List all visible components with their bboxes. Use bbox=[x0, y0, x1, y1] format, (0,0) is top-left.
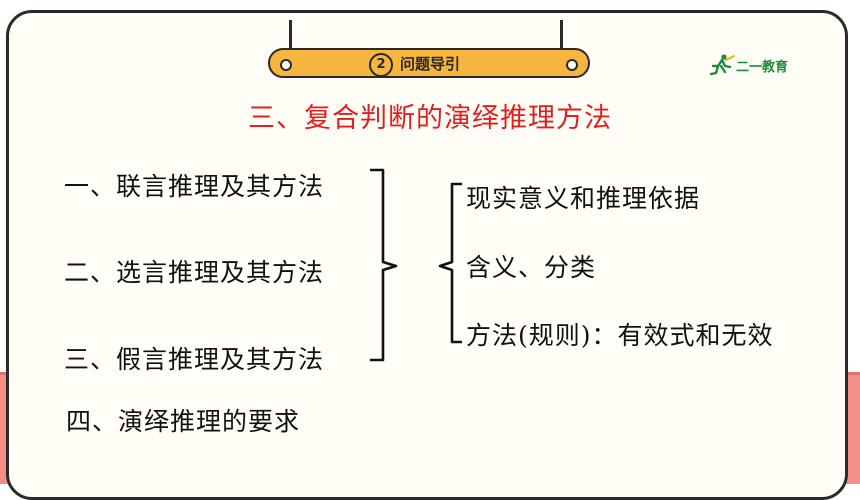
left-item-4: 四、演绎推理的要求 bbox=[66, 407, 301, 436]
step-number-badge: 2 bbox=[369, 53, 393, 77]
left-item-2: 二、选言推理及其方法 bbox=[64, 258, 325, 287]
pill-hole-right bbox=[566, 59, 578, 71]
grouping-braces bbox=[370, 168, 462, 362]
slide-title: 三、复合判断的演绎推理方法 bbox=[248, 103, 612, 134]
right-group-brace bbox=[438, 182, 462, 344]
content-card bbox=[6, 10, 848, 500]
hanging-string-left bbox=[289, 20, 292, 52]
section-header-pill: 2 问题导引 bbox=[268, 48, 590, 78]
section-header-label: 问题导引 bbox=[400, 55, 461, 73]
right-item-2: 含义、分类 bbox=[466, 253, 597, 282]
left-item-3: 三、假言推理及其方法 bbox=[64, 345, 325, 374]
pill-hole-left bbox=[280, 59, 292, 71]
right-item-3: 方法(规则)：有效式和无效 bbox=[466, 321, 774, 350]
left-group-brace bbox=[370, 168, 398, 362]
brand-logo-text: 二一教育 bbox=[736, 60, 789, 75]
runner-logo-icon bbox=[709, 54, 735, 76]
right-item-1: 现实意义和推理依据 bbox=[466, 184, 701, 213]
hanging-string-right bbox=[560, 20, 563, 52]
left-item-1: 一、联言推理及其方法 bbox=[64, 172, 325, 201]
